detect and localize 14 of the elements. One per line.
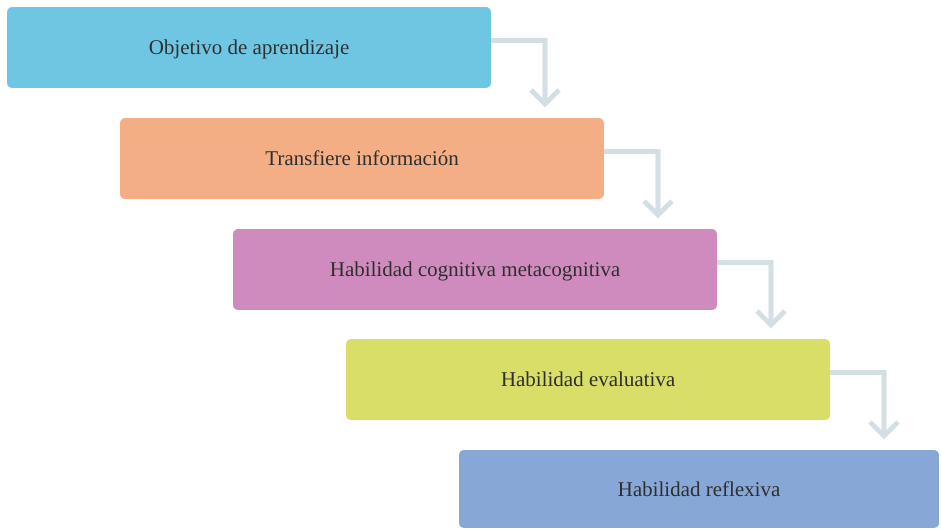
arrow (604, 149, 674, 218)
process-box (346, 339, 830, 420)
box-label: Habilidad reflexiva (618, 476, 780, 502)
arrow (717, 260, 788, 328)
arrow (830, 370, 900, 438)
process-box (233, 229, 717, 310)
box-label: Transfiere información (265, 146, 459, 171)
box-label: Habilidad evaluativa (500, 367, 676, 392)
process-box (120, 118, 604, 199)
process-box (7, 7, 491, 88)
box-label: Habilidad cognitiva metacognitiva (330, 257, 620, 282)
process-box (459, 450, 939, 528)
arrow (491, 38, 562, 106)
box-label: Objetivo de aprendizaje (148, 35, 350, 60)
